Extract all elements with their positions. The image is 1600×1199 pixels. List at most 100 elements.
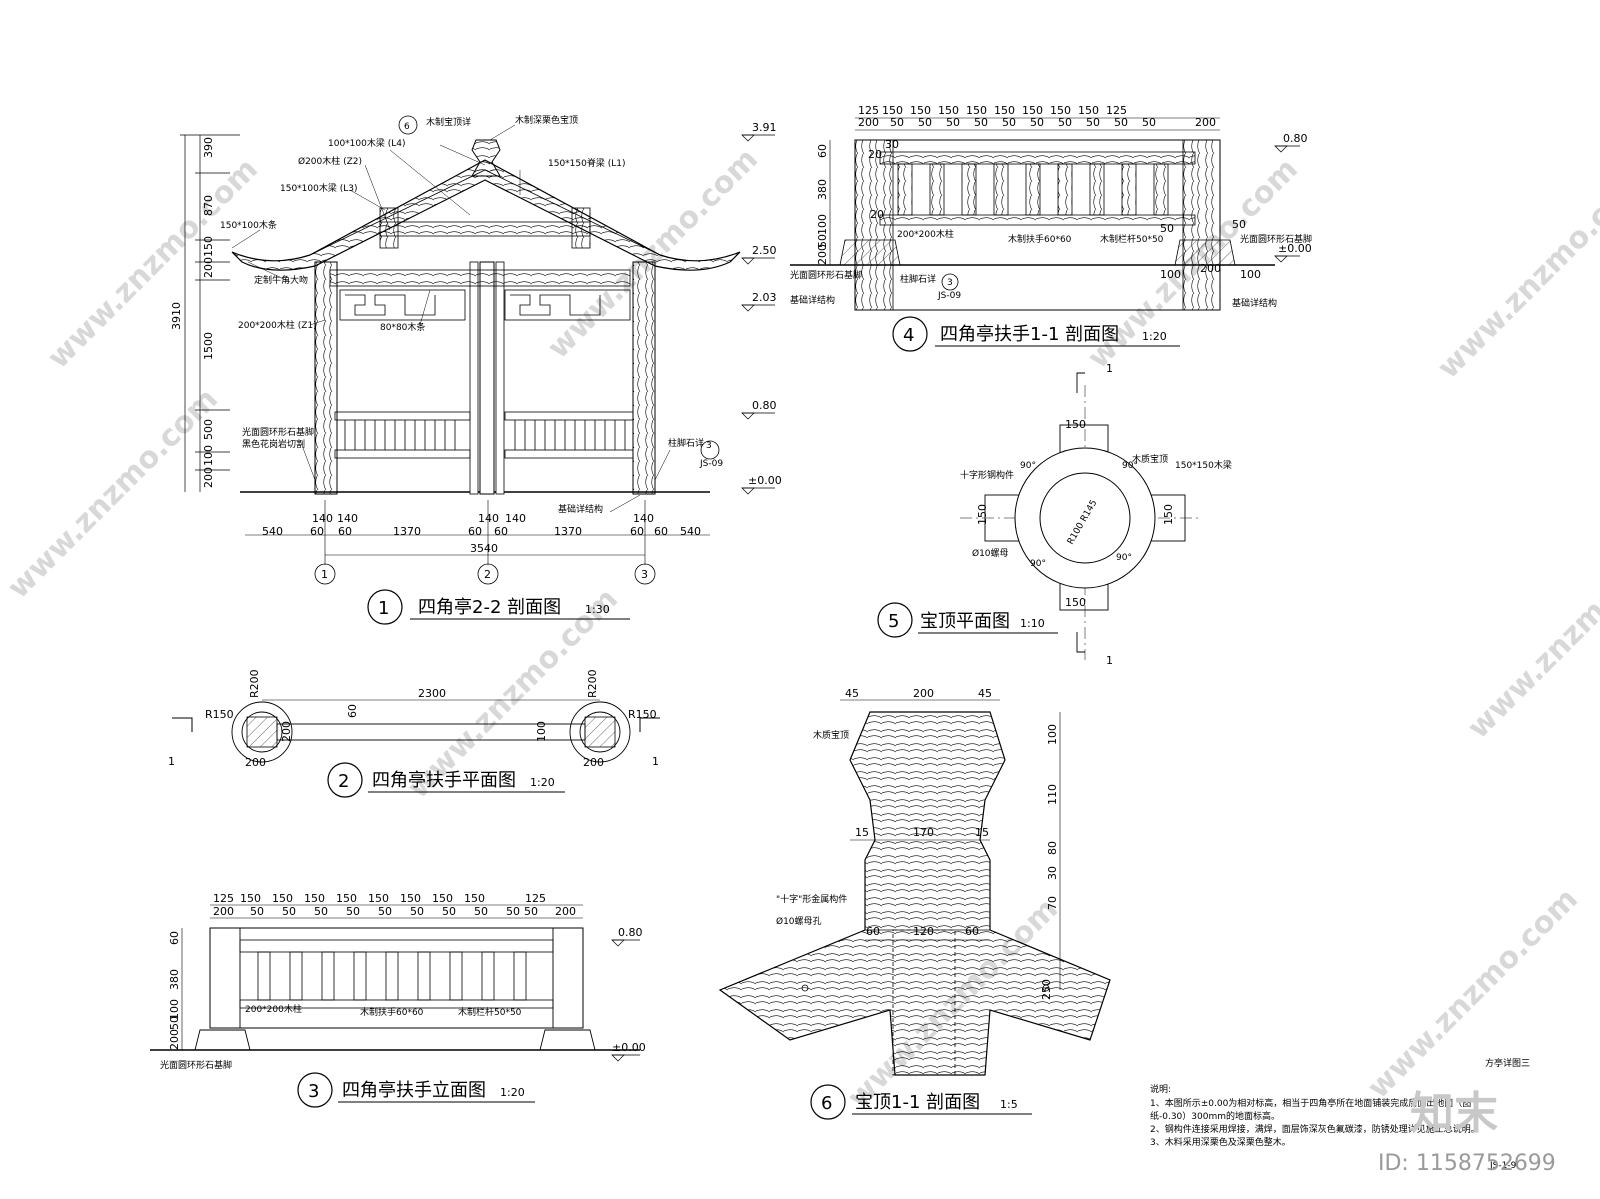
- dim-1370: 1370: [554, 525, 582, 538]
- drawing-number: 5: [888, 611, 899, 632]
- dim: 50: [890, 116, 904, 129]
- dim: 200: [555, 905, 576, 918]
- dim: 150: [910, 104, 931, 117]
- dim-200: 200: [816, 244, 829, 265]
- drawing-title: 四角亭扶手1-1 剖面图: [940, 324, 1119, 345]
- railing-section-drawing: 125 150 150 150 150 150 150 150 150 125 …: [790, 104, 1312, 352]
- dim: 150: [240, 892, 261, 905]
- dim: 150: [1050, 104, 1071, 117]
- sheet-name: 方亭详图三: [1485, 1057, 1530, 1069]
- label-top-detail: 木制宝顶详: [426, 116, 471, 128]
- label-l4: 100*100木梁 (L4): [328, 137, 405, 149]
- railing-plan-drawing: 1 1 2300 60 100 200 200 200 R200 R200 R1…: [168, 669, 660, 798]
- dim: 150: [272, 892, 293, 905]
- angle: 90°: [1030, 559, 1046, 569]
- watermark-url: www.znzmo.com: [41, 152, 265, 376]
- label-zhujiao: 柱脚石详: [668, 437, 704, 449]
- dim-60: 60: [965, 925, 979, 938]
- dim-870: 870: [202, 195, 215, 216]
- dim-200: 200: [583, 756, 604, 769]
- dim-150: 150: [202, 236, 215, 257]
- dim: 125: [1106, 104, 1127, 117]
- dim: 50: [524, 905, 538, 918]
- dim-15: 15: [855, 826, 869, 839]
- label-jichu-left: 基础详结构: [790, 294, 835, 306]
- dim: 150: [304, 892, 325, 905]
- dim: 50: [314, 905, 328, 918]
- dim-380: 380: [816, 179, 829, 200]
- dim: 150: [432, 892, 453, 905]
- dim-80: 80: [1046, 841, 1059, 855]
- section-mark-bottom: 1: [1106, 654, 1113, 667]
- dim-200: 200: [168, 1029, 181, 1050]
- dim-540: 540: [680, 525, 701, 538]
- elev-0.80: 0.80: [752, 399, 777, 412]
- detail-sheet: JS-09: [699, 459, 723, 469]
- dim-60: 60: [338, 525, 352, 538]
- watermark-url: www.znzmo.com: [1, 382, 225, 606]
- label-huagang: 黑色花岗岩切割: [242, 438, 305, 450]
- dim-200: 200: [202, 257, 215, 278]
- dim-100: 100: [535, 721, 548, 742]
- dim: 150: [966, 104, 987, 117]
- dim: 125: [525, 892, 546, 905]
- drawing-number: 3: [308, 1081, 319, 1102]
- drawing-scale: 1:20: [500, 1086, 525, 1099]
- pavilion-section-drawing: 390 870 150 200 1500 500 100 200 3910 3.…: [170, 114, 782, 625]
- label-z2: Ø200木柱 (Z2): [298, 155, 362, 167]
- dim-3540: 3540: [470, 542, 498, 555]
- detail-ref-3: 3: [947, 278, 953, 288]
- label-luomu: Ø10螺母孔: [776, 916, 822, 927]
- angle: 90°: [1122, 461, 1138, 471]
- dim-60: 60: [494, 525, 508, 538]
- detail-sheet: JS-09: [937, 291, 961, 301]
- dim-140: 140: [312, 512, 333, 525]
- dim-200: 200: [245, 756, 266, 769]
- label-cross: "十字"形金属构件: [776, 893, 847, 905]
- section-mark-right: 1: [652, 755, 659, 768]
- label-baoding: 木质宝顶: [1132, 453, 1168, 465]
- dim-140: 140: [337, 512, 358, 525]
- dim-140: 140: [478, 512, 499, 525]
- dim-total-height: 3910: [170, 302, 183, 330]
- dim-100: 100: [1046, 724, 1059, 745]
- elev-0.00: ±0.00: [748, 474, 782, 487]
- watermark-url: www.znzmo.com: [1361, 882, 1585, 1106]
- dim: 200: [1195, 116, 1216, 129]
- drawing-title: 四角亭扶手平面图: [372, 770, 516, 791]
- dim-60: 60: [310, 525, 324, 538]
- label-mutiao: 150*100木条: [220, 219, 277, 231]
- sheet-number: JS-1-9: [1489, 1161, 1517, 1171]
- dim: 50: [1030, 116, 1044, 129]
- drawing-scale: 1:5: [1000, 1098, 1018, 1111]
- dim: 200: [213, 905, 234, 918]
- dim-140: 140: [633, 512, 654, 525]
- dim-120: 120: [913, 925, 934, 938]
- dim-30: 30: [885, 138, 899, 151]
- dim-60: 60: [654, 525, 668, 538]
- drawing-number: 4: [903, 325, 914, 346]
- dim: 50: [1086, 116, 1100, 129]
- label-liang: 150*150木梁: [1175, 459, 1232, 471]
- dim: 150: [938, 104, 959, 117]
- dim: 50: [918, 116, 932, 129]
- dim-200: 200: [1200, 262, 1221, 275]
- drawing-scale: 1:20: [1142, 330, 1167, 343]
- dim-50: 50: [1160, 222, 1174, 235]
- drawing-scale: 1:30: [585, 603, 610, 616]
- angle: 90°: [1116, 553, 1132, 563]
- dim: 50: [442, 905, 456, 918]
- elev-0.00: ±0.00: [612, 1041, 646, 1054]
- dim-r150: R150: [205, 708, 234, 721]
- dim-30: 30: [1046, 866, 1059, 880]
- elev-0.00: ±0.00: [1278, 242, 1312, 255]
- dim-50: 50: [168, 1016, 181, 1030]
- dim: 150: [994, 104, 1015, 117]
- drawing-number: 2: [338, 771, 349, 792]
- dim-20: 20: [868, 148, 882, 161]
- dim-r200: R200: [586, 669, 599, 698]
- notes-title: 说明:: [1150, 1083, 1171, 1095]
- label-zhu: 200*200木柱: [897, 228, 954, 240]
- dim: 50: [282, 905, 296, 918]
- label-dingzhi: 定制牛角大吻: [254, 274, 308, 286]
